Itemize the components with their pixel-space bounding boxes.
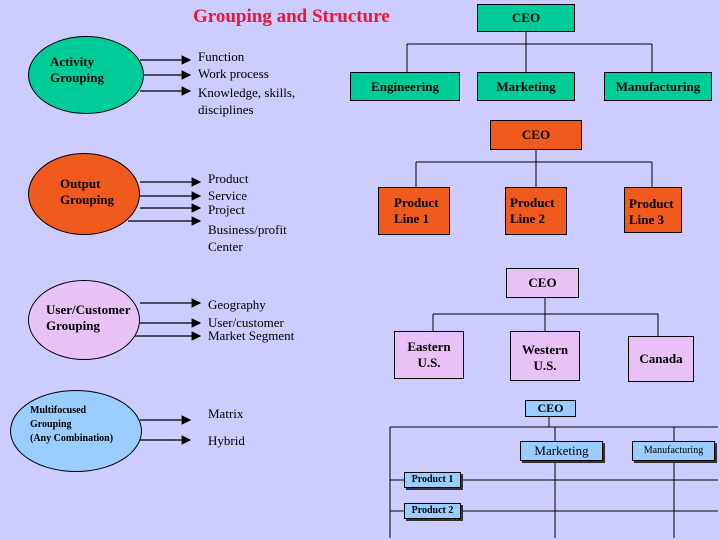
activity-item-work-process: Work process	[198, 66, 269, 81]
output-grouping-oval	[28, 153, 140, 235]
multifocused-item-matrix: Matrix	[208, 406, 244, 421]
activity-grouping-label: Activity Grouping	[50, 54, 104, 85]
functional-ceo-box: CEO	[477, 4, 575, 32]
functional-engineering-box: Engineering	[350, 72, 460, 101]
activity-item-function: Function	[198, 49, 245, 64]
matrix-product-2-box: Product 2	[404, 503, 461, 519]
output-item-product: Product	[208, 171, 249, 186]
geographic-western-box: Western U.S.	[510, 331, 580, 381]
geographic-eastern-box: Eastern U.S.	[394, 331, 464, 379]
matrix-ceo-box: CEO	[525, 400, 576, 417]
product-line-2-box: Product Line 2	[505, 187, 567, 235]
matrix-product-1-box: Product 1	[404, 472, 461, 488]
activity-grouping-oval	[28, 36, 144, 114]
output-item-project: Project	[208, 202, 245, 217]
matrix-marketing-box: Marketing	[520, 441, 603, 461]
customer-item-segment: Market Segment	[208, 328, 295, 343]
product-line-3-box: Product Line 3	[624, 187, 682, 233]
product-line-1-box: Product Line 1	[378, 187, 450, 235]
customer-grouping-oval	[28, 280, 140, 360]
geographic-canada-box: Canada	[628, 336, 694, 382]
page-title: Grouping and Structure	[193, 6, 390, 27]
functional-marketing-box: Marketing	[477, 72, 575, 101]
customer-item-geography: Geography	[208, 297, 266, 312]
multifocused-grouping-label: Multifocused Grouping (Any Combination)	[30, 405, 114, 444]
output-item-business: Business/profit Center	[208, 222, 287, 254]
multifocused-item-hybrid: Hybrid	[208, 433, 245, 448]
customer-grouping-label: User/Customer Grouping	[46, 302, 131, 333]
matrix-manufacturing-box: Manufacturing	[632, 441, 715, 461]
product-ceo-box: CEO	[490, 120, 582, 150]
multifocused-grouping-oval	[10, 390, 142, 472]
customer-item-user: User/customer	[208, 315, 284, 330]
output-item-service: Service	[208, 188, 247, 203]
geographic-ceo-box: CEO	[506, 268, 579, 298]
functional-manufacturing-box: Manufacturing	[604, 72, 712, 101]
activity-item-knowledge: Knowledge, skills, disciplines	[198, 85, 296, 117]
output-grouping-label: Output Grouping	[60, 176, 114, 207]
